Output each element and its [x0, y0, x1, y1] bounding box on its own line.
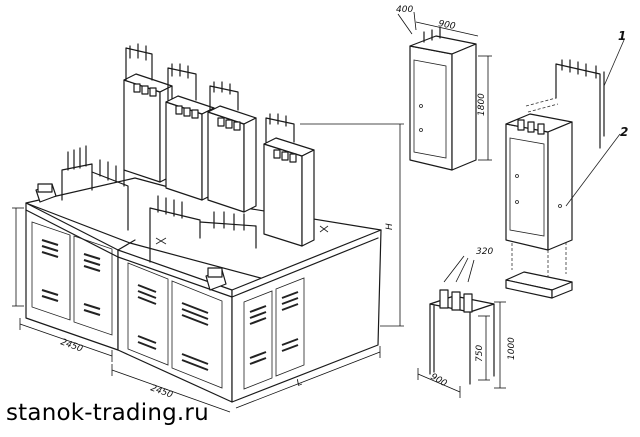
exploded-cabinet: 1 2	[505, 29, 628, 299]
right-doors	[127, 262, 223, 389]
callout-2: 2	[620, 125, 628, 139]
watermark: stanok-trading.ru	[6, 400, 209, 426]
dim-support-height-top: 1000	[507, 337, 517, 360]
roof-cabinets	[123, 43, 315, 247]
roof-frames	[61, 145, 329, 263]
roof-vents	[35, 183, 227, 291]
dim-length: L	[295, 378, 303, 389]
side-face	[231, 229, 382, 403]
cabinet-detail: 400 900 1800	[396, 5, 492, 171]
dim-support-spacing: 320	[476, 247, 493, 257]
dim-width-left: 2450	[59, 337, 84, 354]
dim-cabinet-width: 900	[437, 19, 456, 32]
module-joint	[117, 239, 136, 251]
substation-assembly	[25, 43, 382, 403]
support-frame: 320 1000 750 900	[417, 247, 517, 398]
cabinet-side	[451, 43, 477, 171]
dim-support-width: 900	[429, 372, 449, 389]
callout-1: 1	[618, 29, 626, 43]
side-doors	[243, 277, 305, 390]
dim-cabinet-depth: 400	[396, 5, 413, 15]
dim-height: H	[385, 223, 395, 230]
dim-support-height-inner: 750	[475, 345, 485, 362]
roof-edge	[25, 209, 379, 298]
dim-cabinet-height: 1800	[477, 93, 487, 116]
cabinet-part-2	[505, 123, 549, 251]
support-front	[429, 303, 471, 385]
dim-width-right: 2450	[149, 383, 174, 400]
left-doors	[31, 221, 113, 336]
